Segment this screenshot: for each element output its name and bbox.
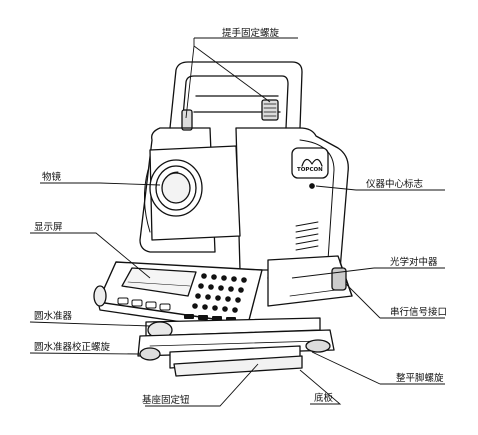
display-screen xyxy=(121,267,197,297)
tribrach xyxy=(137,317,335,377)
label-serial-port: 串行信号接口 xyxy=(390,307,448,318)
label-optical-plummet: 光学对中器 xyxy=(390,257,438,268)
circular-level-adjust-screw xyxy=(139,347,161,361)
label-circular-level: 圆水准器 xyxy=(34,311,73,322)
base-plate xyxy=(173,355,303,377)
foot-screw-right xyxy=(305,339,331,353)
handle-screw-knob xyxy=(261,99,279,121)
brand-text: TOPCON xyxy=(297,167,323,173)
label-foot-screw: 整平脚螺旋 xyxy=(396,373,444,384)
lower-right-housing xyxy=(267,255,353,307)
handle xyxy=(169,61,303,131)
objective-lens xyxy=(149,159,203,217)
serial-port xyxy=(331,267,347,291)
label-base-plate: 底板 xyxy=(314,393,334,404)
label-display: 显示屏 xyxy=(34,222,63,233)
label-handle-screw: 提手固定螺旋 xyxy=(222,28,280,39)
label-base-lock: 基座固定钮 xyxy=(142,395,190,406)
label-objective: 物镜 xyxy=(42,172,62,183)
center-mark-dot xyxy=(309,183,315,189)
leader-lines xyxy=(29,37,445,407)
label-center-mark: 仪器中心标志 xyxy=(366,179,424,190)
brand-badge xyxy=(291,147,329,189)
label-circular-level-screw: 圆水准器校正螺旋 xyxy=(34,342,111,353)
